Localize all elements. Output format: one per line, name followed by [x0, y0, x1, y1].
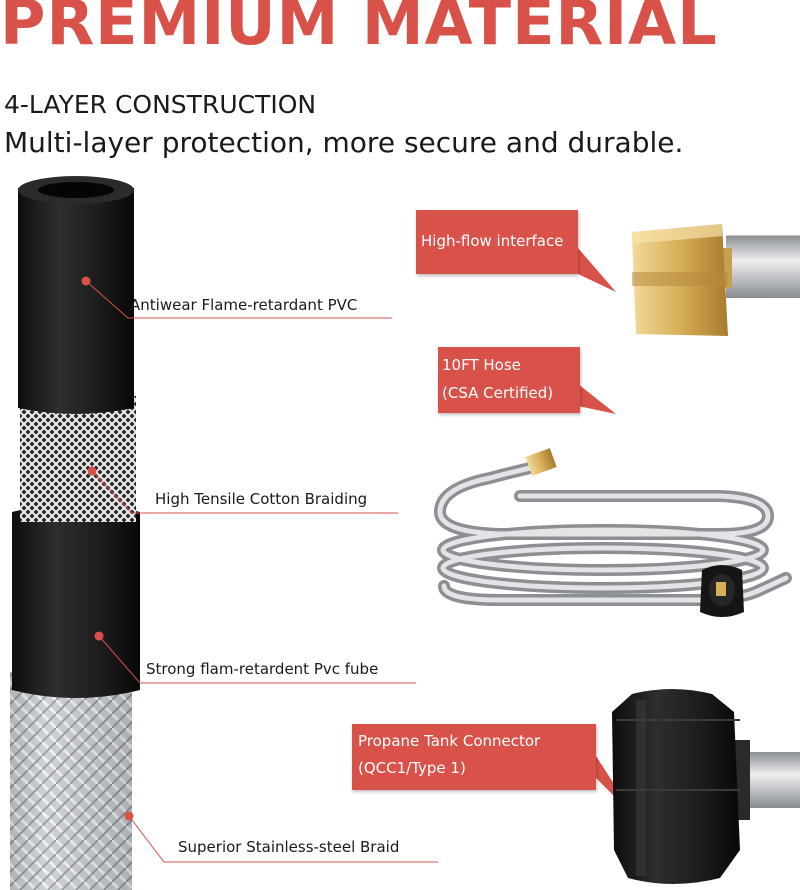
layer-label-pvc-tube: Strong flam-retardent Pvc fube — [146, 660, 379, 678]
callout-propane-connector: Propane Tank Connector (QCC1/Type 1) — [352, 724, 596, 790]
layer-label-cotton-braiding: High Tensile Cotton Braiding — [155, 490, 368, 508]
callout-text: High-flow interface — [421, 232, 564, 250]
layer-label-antiwear-pvc: Antiwear Flame-retardant PVC — [130, 296, 358, 314]
callout-text: Propane Tank Connector — [358, 732, 541, 750]
inner-pvc-layer — [18, 188, 134, 414]
callout-high-flow-interface: High-flow interface — [416, 210, 578, 274]
callout-subtext: (CSA Certified) — [442, 384, 554, 402]
cotton-braid-layer — [20, 396, 136, 522]
section-description: Multi-layer protection, more secure and … — [4, 126, 684, 159]
outer-pvc-layer — [12, 504, 140, 698]
section-subtitle: 4-LAYER CONSTRUCTION — [4, 90, 317, 119]
brass-fitting — [632, 224, 800, 336]
callout-text: 10FT Hose — [442, 356, 521, 374]
layer-leaders — [81, 276, 438, 863]
coiled-hose — [433, 448, 792, 617]
hose-cross-section — [10, 176, 140, 890]
propane-connector — [612, 689, 800, 884]
page-title: PREMIUM MATERIAL — [0, 0, 718, 59]
layer-label-steel-braid: Superior Stainless-steel Braid — [178, 838, 400, 856]
callout-subtext: (QCC1/Type 1) — [358, 759, 466, 777]
callout-hose-length: 10FT Hose (CSA Certified) — [438, 347, 580, 413]
